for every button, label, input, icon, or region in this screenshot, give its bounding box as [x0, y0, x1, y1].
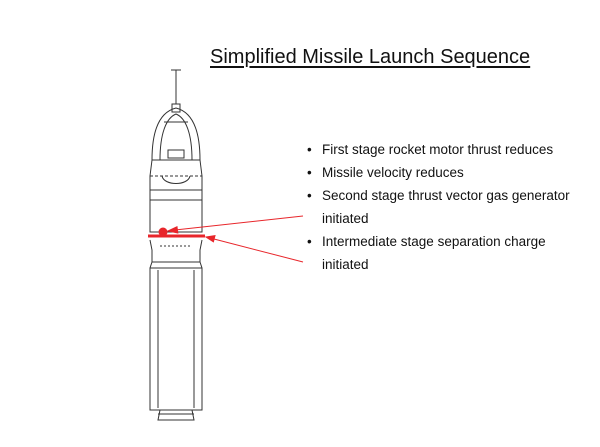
arrow-separation-charge	[213, 238, 304, 263]
guidance-dome	[161, 175, 191, 184]
arrow-separation-charge-head	[204, 234, 216, 243]
diagram-title: Simplified Missile Launch Sequence	[210, 46, 531, 68]
gas-generator-marker	[158, 227, 168, 237]
bullet-second-stage-gas-generator: Second stage thrust vector gas generator…	[306, 184, 576, 230]
nose-cone	[151, 107, 201, 161]
nozzle	[157, 409, 195, 421]
leader-arrows	[166, 215, 304, 263]
launch-sequence-list: First stage rocket motor thrust reduces …	[306, 138, 576, 276]
bullet-first-stage-thrust: First stage rocket motor thrust reduces	[306, 138, 576, 161]
interstage	[149, 239, 203, 263]
nose-hatch	[167, 149, 185, 159]
arrow-gas-generator	[174, 215, 304, 231]
guidance-section	[149, 159, 203, 191]
bullet-velocity-reduces: Missile velocity reduces	[306, 161, 576, 184]
nose-cone-inner	[159, 113, 193, 161]
second-stage	[149, 190, 203, 233]
bullet-separation-charge: Intermediate stage separation charge ini…	[306, 230, 576, 276]
arrow-gas-generator-head	[166, 226, 179, 234]
antenna-mount	[171, 103, 181, 113]
first-stage	[149, 261, 203, 411]
missile-outline	[149, 69, 203, 421]
